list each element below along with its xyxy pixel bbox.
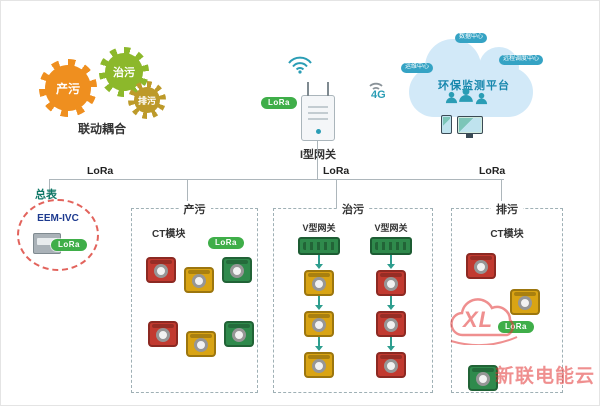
meter-dashed-circle: EEM-IVC LoRa	[17, 199, 99, 271]
lora-badge: LoRa	[208, 237, 244, 249]
ct-module	[376, 270, 406, 296]
cloud-title: 环保监测平台	[438, 80, 510, 92]
chanwu-drop-line	[187, 180, 188, 208]
zone-paiwu: 排污 CT模块 LoRa	[451, 201, 563, 393]
monitor-icon	[457, 116, 483, 138]
bus-lora-mid: LoRa	[323, 165, 350, 177]
vgateway-column: V型网关	[360, 221, 422, 378]
ct-module	[146, 257, 176, 283]
ct-module	[148, 321, 178, 347]
meter-drop-line	[49, 180, 50, 197]
ct-module-label: CT模块	[152, 229, 186, 240]
4g-signal-icon	[369, 82, 383, 90]
person-icon	[445, 91, 458, 104]
zone-zhiwu-label: 治污	[337, 201, 369, 217]
wifi-icon	[288, 56, 312, 74]
ct-module	[510, 289, 540, 315]
ct-module	[468, 365, 498, 391]
cloud-platform: 环保监测平台 数据中心 运维中心 远程调度中心	[399, 29, 549, 138]
flow-connector	[318, 296, 320, 305]
vgateway-column: V型网关	[288, 221, 350, 378]
person-icon	[459, 88, 473, 102]
gateway-drop-line	[317, 141, 318, 179]
lora-bus-line	[49, 179, 504, 180]
ct-module	[376, 352, 406, 378]
zone-chanwu-label: 产污	[178, 201, 211, 217]
ct-module	[304, 352, 334, 378]
ct-module	[466, 253, 496, 279]
flow-arrow	[387, 305, 395, 310]
lora-badge: LoRa	[261, 97, 297, 109]
gateway-vents	[308, 106, 328, 124]
monitor-screen	[459, 118, 481, 132]
gears-caption: 联动耦合	[77, 122, 126, 136]
gear-zhiwu: 治污	[99, 47, 149, 97]
lora-badge: LoRa	[51, 239, 87, 251]
zhiwu-drop-line	[336, 180, 337, 208]
ct-module	[304, 311, 334, 337]
bus-lora-right: LoRa	[479, 165, 506, 177]
flow-connector	[390, 255, 392, 264]
vgateway-device	[298, 237, 340, 255]
gateway-led	[316, 129, 321, 134]
ct-module-row	[148, 321, 254, 357]
flow-connector	[318, 255, 320, 264]
cloud-badge-dispatch-center: 远程调度中心	[499, 55, 544, 65]
ct-module	[186, 331, 216, 357]
bus-lora-left: LoRa	[87, 165, 114, 177]
flow-arrow	[315, 264, 323, 269]
flow-arrow	[387, 264, 395, 269]
flow-connector	[318, 337, 320, 346]
gateway-device	[301, 82, 335, 141]
gear-label: 排污	[134, 87, 160, 113]
vgateway-label: V型网关	[302, 223, 336, 233]
vgateway-device	[370, 237, 412, 255]
ct-module-label: CT模块	[490, 229, 524, 240]
zone-paiwu-label: 排污	[491, 201, 523, 217]
meter-label: 总表	[35, 189, 57, 201]
gear-label: 产污	[45, 65, 91, 111]
ct-module	[376, 311, 406, 337]
person-icon	[475, 92, 488, 105]
ct-module-row	[146, 257, 252, 293]
module-chain	[376, 255, 406, 378]
flow-connector	[390, 337, 392, 346]
ct-module	[224, 321, 254, 347]
flow-arrow	[387, 346, 395, 351]
module-chain	[304, 255, 334, 378]
gateway-label: I型网关	[299, 149, 337, 161]
paiwu-drop-line	[501, 180, 502, 208]
vgateway-label: V型网关	[374, 223, 408, 233]
ct-module	[222, 257, 252, 283]
lora-badge: LoRa	[498, 321, 534, 333]
phone-screen	[443, 117, 450, 132]
cloud-badge-ops-center: 运维中心	[401, 63, 434, 73]
flow-arrow	[315, 346, 323, 351]
ct-module	[184, 267, 214, 293]
gear-chanwu: 产污	[39, 59, 97, 117]
zone-zhiwu: 治污 V型网关 V型网关	[273, 201, 433, 393]
phone-icon	[441, 115, 452, 134]
gear-paiwu: 排污	[128, 81, 166, 119]
cloud-shape	[409, 39, 533, 117]
ct-module	[304, 270, 334, 296]
zone-chanwu: 产污 CT模块 LoRa	[131, 201, 258, 393]
4g-label: 4G	[371, 89, 386, 101]
meter-device-name: EEM-IVC	[37, 213, 79, 224]
flow-connector	[390, 296, 392, 305]
cloud-badge-data-center: 数据中心	[455, 33, 488, 43]
flow-arrow	[315, 305, 323, 310]
